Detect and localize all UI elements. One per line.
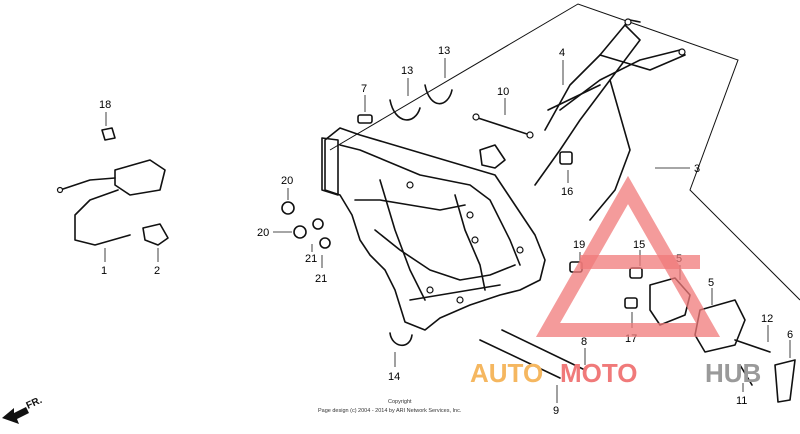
part-4-bolt [547, 84, 601, 111]
part-17-nut [624, 297, 638, 309]
callout-10[interactable]: 10 [497, 86, 509, 98]
part-16-nut [559, 151, 573, 165]
callout-4[interactable]: 4 [559, 47, 565, 59]
front-direction-marker: FR. [2, 395, 44, 424]
callout-8[interactable]: 8 [581, 336, 587, 348]
callout-6[interactable]: 6 [787, 329, 793, 341]
callout-14[interactable]: 14 [388, 371, 400, 383]
callout-18[interactable]: 18 [99, 99, 111, 111]
callout-9[interactable]: 9 [553, 405, 559, 417]
part-12-bolt [734, 339, 771, 353]
callout-13b[interactable]: 13 [438, 45, 450, 57]
callout-5b[interactable]: 5 [708, 277, 714, 289]
rear-sub-frame [534, 18, 686, 221]
part-6-pivot-bolt [774, 359, 796, 403]
callout-20b[interactable]: 20 [257, 227, 269, 239]
main-frame-body [321, 127, 546, 331]
watermark-logo: AUTO MOTO HUB [470, 175, 761, 388]
callout-labels: 1 2 3 4 5 5 6 7 8 9 10 11 12 13 13 14 15… [99, 45, 793, 417]
copyright-line: Page design (c) 2004 - 2014 by ARI Netwo… [318, 408, 462, 414]
callout-21b[interactable]: 21 [315, 273, 327, 285]
callout-3[interactable]: 3 [694, 163, 700, 175]
callout-21a[interactable]: 21 [305, 253, 317, 265]
part-21-washer-b [319, 237, 331, 249]
part-21-washer-a [312, 218, 324, 230]
part-18-bolt [101, 127, 116, 141]
part-15-nut [629, 267, 643, 279]
part-9-bolt [479, 339, 561, 379]
part-11-bolt [739, 364, 753, 386]
part-10-long-bolt [472, 113, 534, 139]
callout-13a[interactable]: 13 [401, 65, 413, 77]
callout-2[interactable]: 2 [154, 265, 160, 277]
callout-7[interactable]: 7 [361, 83, 367, 95]
spark-plug-cap [142, 223, 169, 246]
callout-20a[interactable]: 20 [281, 175, 293, 187]
callout-15[interactable]: 15 [633, 239, 645, 251]
part-20-washer-a [281, 201, 295, 215]
ignition-coil [56, 159, 166, 246]
copyright-heading: Copyright [388, 399, 412, 405]
part-13-clip-b [424, 84, 453, 105]
part-13-clip-a [389, 99, 421, 121]
leader-lines [104, 58, 791, 403]
arrow-left-icon [2, 407, 29, 424]
watermark-text-moto: MOTO [560, 358, 638, 388]
callout-16[interactable]: 16 [561, 186, 573, 198]
part-7-cushion [357, 114, 373, 124]
callout-12[interactable]: 12 [761, 313, 773, 325]
part-14-clip [389, 332, 413, 347]
direction-label: FR. [25, 395, 44, 412]
part-8-bolt [501, 329, 586, 371]
watermark-text-auto: AUTO [470, 358, 543, 388]
part-20-washer-b [293, 225, 307, 239]
callout-11[interactable]: 11 [736, 395, 747, 407]
callout-1[interactable]: 1 [101, 265, 107, 277]
watermark-text-hub: HUB [705, 358, 761, 388]
callout-19[interactable]: 19 [573, 239, 585, 251]
assembly-boundary [329, 3, 800, 301]
